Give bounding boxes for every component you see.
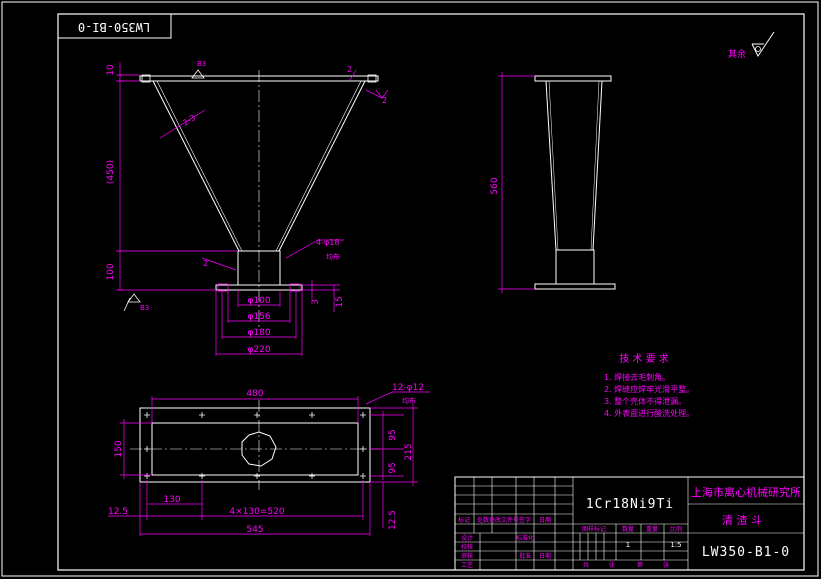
dim-plan-holes-note: 均布 bbox=[402, 396, 416, 405]
rev-col-date: 日期 bbox=[539, 516, 551, 524]
bolt-hole-marks bbox=[144, 412, 366, 479]
row-label-design: 设计 bbox=[461, 534, 473, 542]
row-label-check: 校核 bbox=[461, 543, 473, 551]
dim-d-1: φ156 bbox=[247, 312, 270, 322]
plan-view: 480 12-φ12 均布 150 95 95 215 12.5 130 4×1… bbox=[108, 383, 430, 536]
holes-callout-note: 均布 bbox=[326, 252, 340, 261]
outlet-octagon bbox=[241, 431, 277, 467]
stage-label: 图样标记 bbox=[582, 525, 606, 533]
qty-label: 数量 bbox=[622, 525, 634, 533]
tech-req-item-3: 3. 整个壳体不得泄漏。 bbox=[604, 396, 686, 406]
part-name-text: 清 渣 斗 bbox=[722, 513, 762, 527]
row-label-review: 审核 bbox=[461, 552, 473, 560]
tech-requirements-title: 技 术 要 求 bbox=[619, 352, 669, 365]
dim-d-inner: φ100 bbox=[247, 296, 270, 306]
mirrored-number-box: LW350-BI-0 bbox=[57, 13, 172, 39]
sheet-label-2: 张 bbox=[609, 561, 615, 569]
sheet-label: 共 bbox=[583, 561, 589, 569]
rev-col-sign: 签字 bbox=[519, 516, 531, 524]
dim-plan-edge-right: 12.5 bbox=[388, 510, 398, 530]
scale-label: 比例 bbox=[670, 525, 682, 533]
qty-value: 1 bbox=[626, 541, 630, 549]
dim-plan-pitch-chain: 4×130=520 bbox=[229, 507, 284, 517]
sheet-label-3: 张 bbox=[663, 561, 669, 569]
mirrored-drawing-number: LW350-BI-0 bbox=[78, 20, 150, 34]
datum-triangle-icon bbox=[127, 293, 141, 303]
weld-label-neck: 2 bbox=[203, 259, 208, 268]
material-text: 1Cr18Ni9Ti bbox=[586, 497, 674, 512]
holes-callout: 4-φ18 bbox=[316, 238, 339, 247]
datum-label-top: B3 bbox=[197, 60, 206, 68]
surface-note-text: 其余 bbox=[728, 48, 746, 60]
weld-label-cone: 2-3 bbox=[181, 113, 197, 128]
dim-plan-95-a: 95 bbox=[388, 429, 398, 440]
datum-label-bottom: B3 bbox=[140, 304, 149, 312]
dim-d-2: φ180 bbox=[247, 328, 270, 338]
dim-base-thickness-a: 3 bbox=[311, 299, 321, 305]
title-block: 1Cr18Ni9Ti 上海市离心机械研究所 清 渣 斗 LW350-B1-0 标… bbox=[454, 476, 805, 571]
dim-plan-overall-length: 545 bbox=[246, 525, 263, 535]
institute-text: 上海市离心机械研究所 bbox=[691, 485, 801, 499]
inner-border bbox=[57, 13, 805, 571]
front-view: 10 (450) 100 B3 B3 2 2 2-3 2 4-φ18 均布 bbox=[106, 60, 389, 356]
tech-req-item-4: 4. 外表面进行酸洗处理。 bbox=[604, 408, 694, 418]
surface-roughness-note: 其余 bbox=[728, 31, 775, 60]
row-label-date: 日期 bbox=[539, 552, 551, 560]
weight-label: 重量 bbox=[646, 525, 658, 533]
dim-plan-edge-left: 12.5 bbox=[108, 507, 128, 517]
datum-triangle-icon bbox=[191, 69, 205, 79]
rev-col-mark: 标记 bbox=[458, 516, 470, 524]
dim-plan-95-b: 95 bbox=[388, 462, 398, 473]
weld-label-top: 2 bbox=[347, 65, 352, 74]
roughness-symbol-icon bbox=[751, 31, 775, 57]
dim-plan-215: 215 bbox=[404, 443, 414, 460]
scale-value: 1:5 bbox=[670, 541, 681, 549]
dim-plan-inner-length: 480 bbox=[246, 389, 263, 399]
dim-plan-holes: 12-φ12 bbox=[392, 383, 424, 393]
tech-req-item-1: 1. 焊接去毛刺角。 bbox=[604, 372, 670, 382]
dim-plan-inner-width: 150 bbox=[114, 440, 124, 457]
row-label-process: 工艺 bbox=[461, 561, 473, 569]
side-view: 560 bbox=[490, 72, 616, 293]
tech-req-item-2: 2. 焊缝应焊牢光滑平整。 bbox=[604, 384, 694, 394]
drawing-number-text: LW350-B1-0 bbox=[702, 545, 790, 560]
dim-top-thickness: 10 bbox=[106, 64, 116, 76]
dim-cone-height: (450) bbox=[106, 160, 116, 184]
rev-col-count: 处数 bbox=[477, 516, 489, 524]
row-label-standard: 标准化 bbox=[516, 534, 534, 542]
tech-requirements: 技 术 要 求 1. 焊接去毛刺角。 2. 焊缝应焊牢光滑平整。 3. 整个壳体… bbox=[604, 352, 694, 418]
dim-plan-pitch-first: 130 bbox=[163, 495, 180, 505]
weld-label-right: 2 bbox=[382, 96, 387, 105]
sheet-of-label: 第 bbox=[637, 561, 643, 569]
dim-base-thickness-b: 15 bbox=[335, 296, 345, 307]
dim-neck-height: 100 bbox=[106, 263, 116, 280]
dim-side-height: 560 bbox=[490, 177, 500, 194]
dim-d-outer: φ220 bbox=[247, 345, 270, 355]
row-label-approve: 批准 bbox=[519, 552, 531, 560]
rev-col-doc: 更改文件号 bbox=[489, 516, 519, 524]
